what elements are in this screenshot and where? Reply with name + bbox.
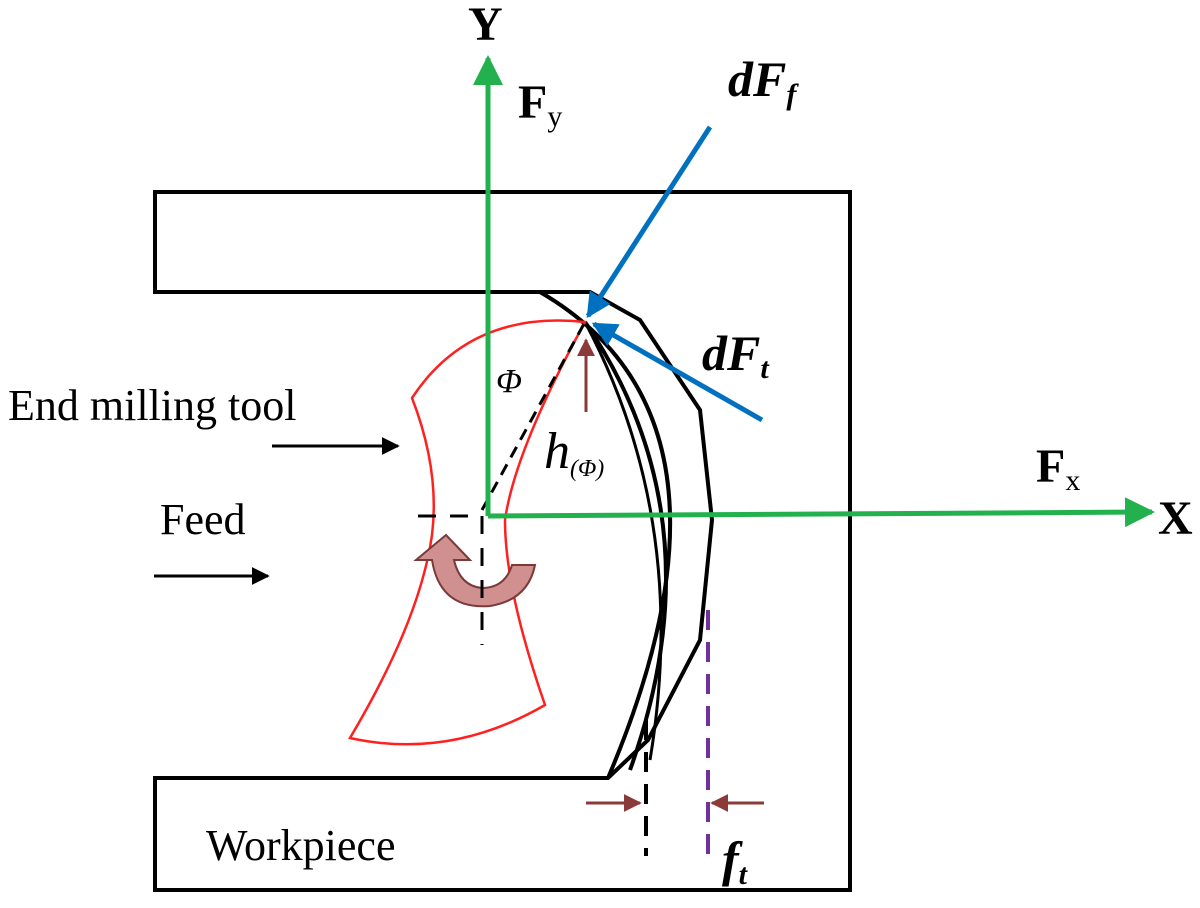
- dff-label: dFf: [728, 51, 799, 111]
- fy-label: Fy: [518, 76, 562, 133]
- end-mill-tool-outline: [348, 319, 587, 746]
- dff-force-arrow: [585, 125, 713, 319]
- ft-label: ft: [722, 831, 749, 891]
- fx-label: Fx: [1036, 440, 1080, 497]
- cutting-arc-middle: [583, 320, 668, 771]
- radial-dashed-line: [480, 321, 587, 511]
- dft-force-arrow: [591, 321, 764, 423]
- y-axis-label: Y: [468, 0, 503, 51]
- workpiece-label: Workpiece: [206, 821, 395, 870]
- h-phi-label: h(Φ): [544, 423, 604, 482]
- tool-label: End milling tool: [8, 381, 296, 430]
- cutting-arc-inner: [583, 321, 663, 761]
- feed-label: Feed: [160, 495, 246, 544]
- phi-label: Φ: [496, 363, 522, 400]
- x-axis-arrow: [487, 497, 1155, 528]
- workpiece-outline: [153, 190, 852, 892]
- x-axis-label: X: [1158, 492, 1193, 545]
- dft-label: dFt: [702, 325, 770, 385]
- rotation-arrow-icon: [413, 533, 537, 608]
